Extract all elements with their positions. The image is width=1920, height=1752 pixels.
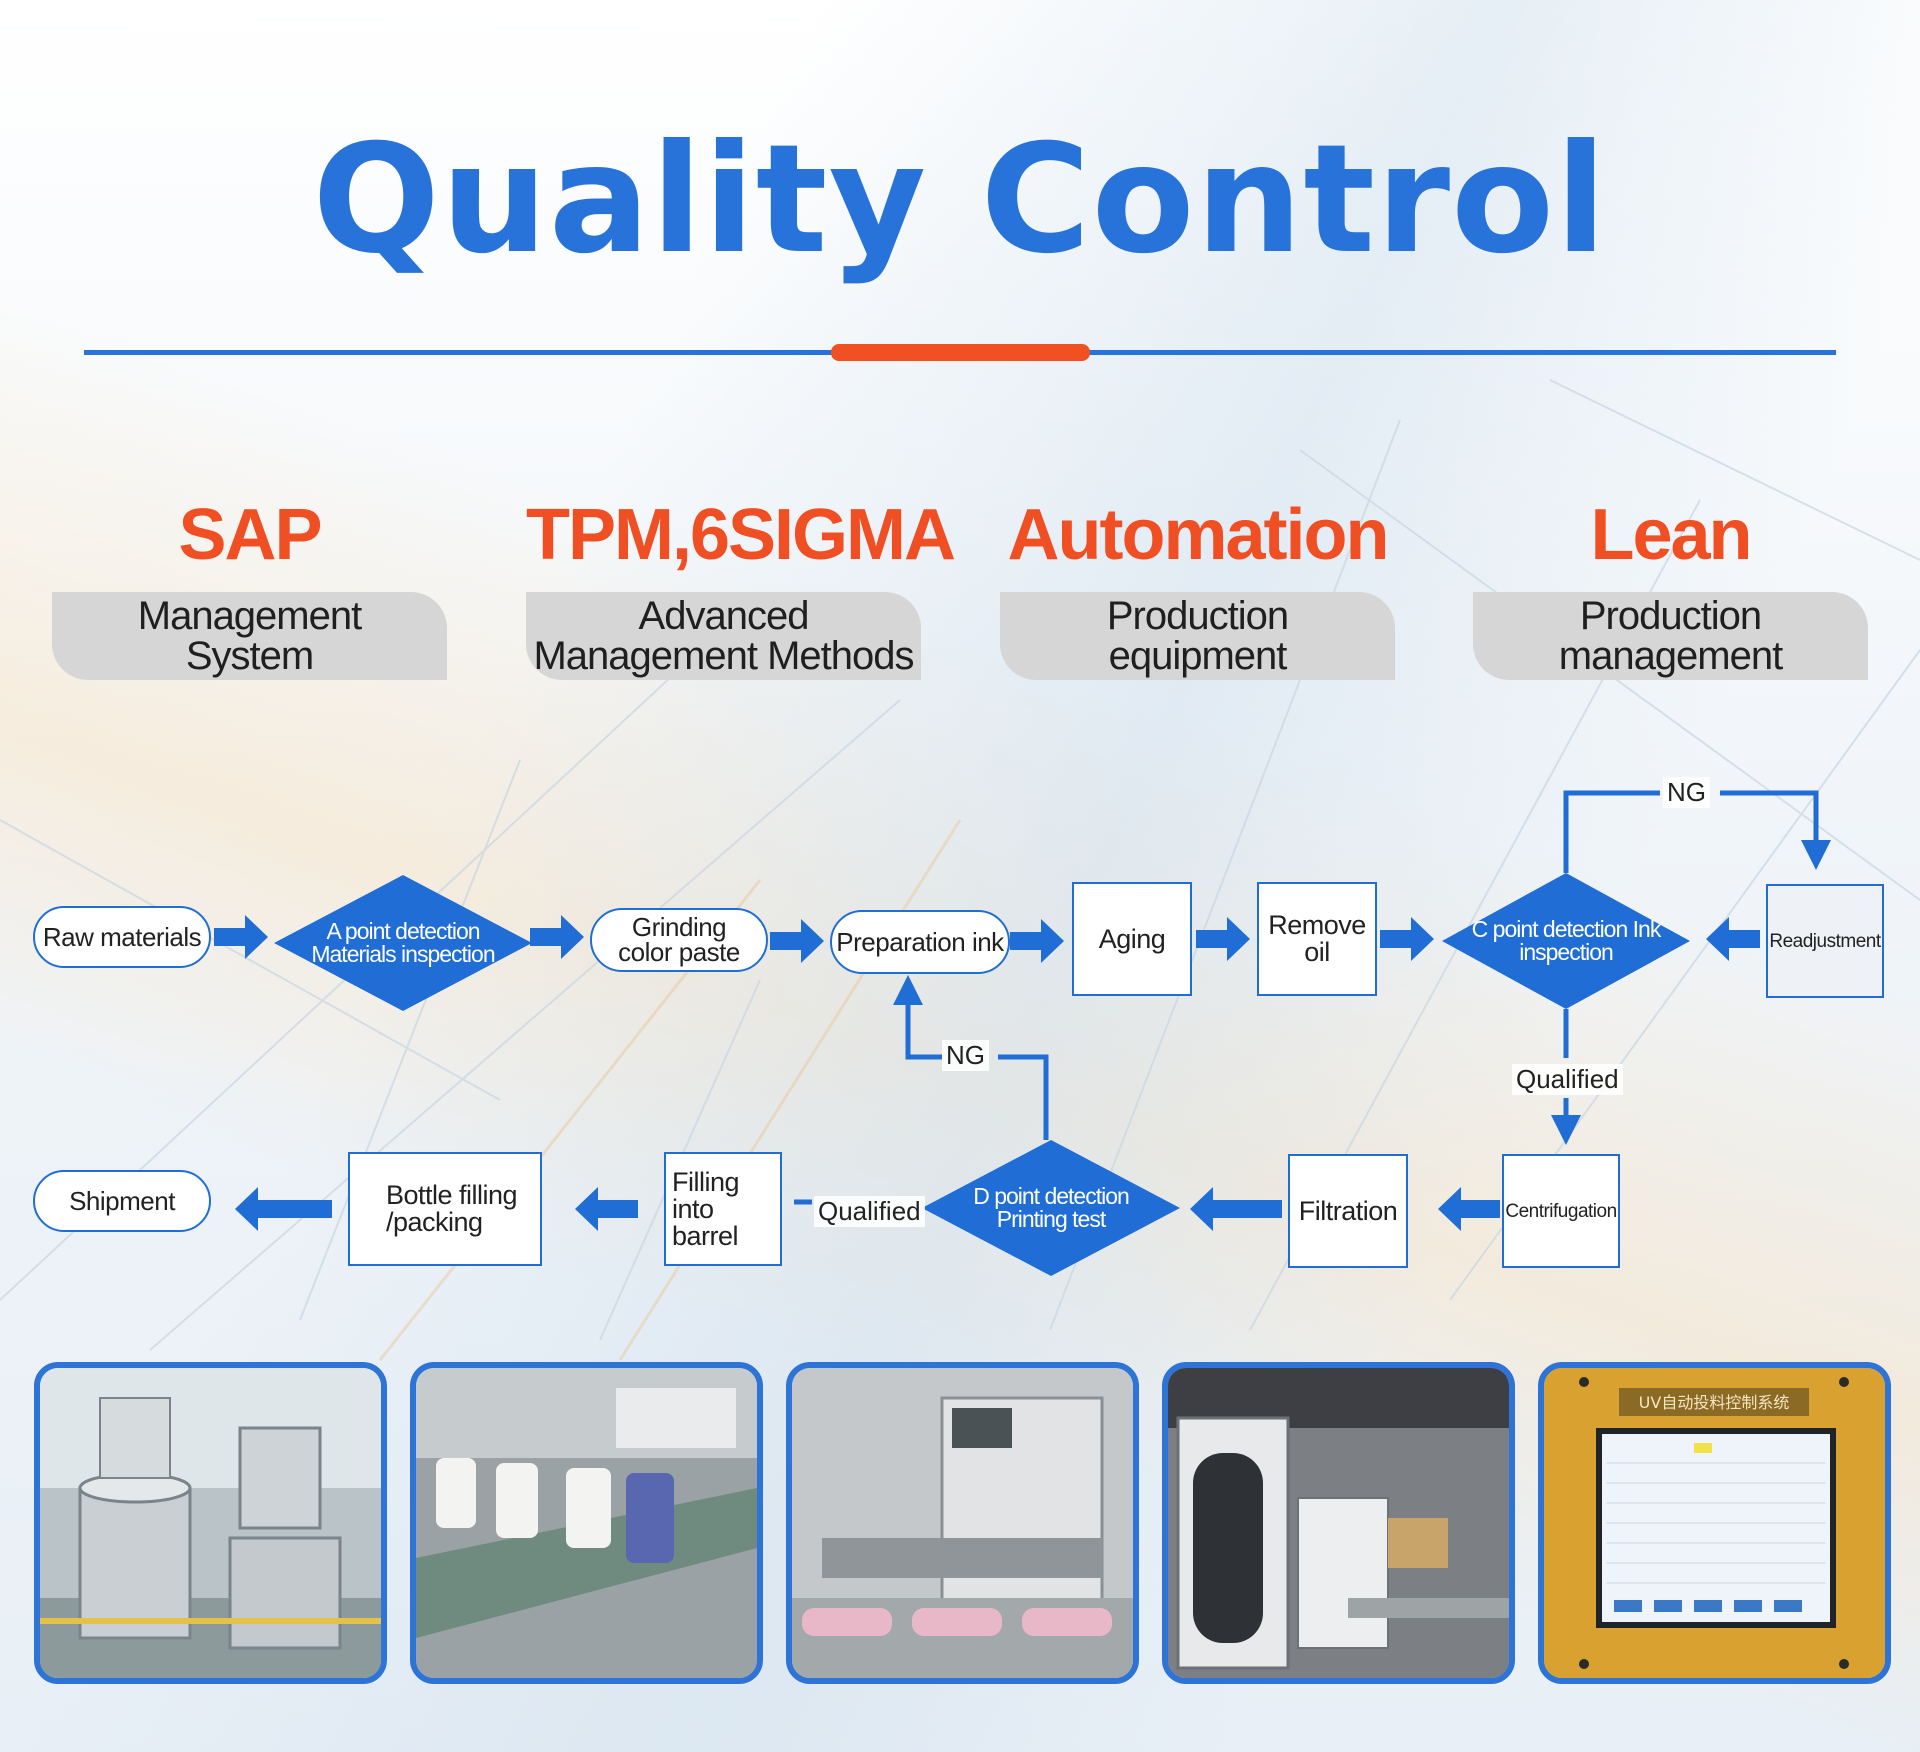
pillar-caption-line: Production bbox=[1579, 594, 1762, 638]
node-label: Grinding bbox=[631, 912, 727, 942]
pillar-heading: Automation bbox=[1007, 495, 1390, 575]
node-label: inspection bbox=[1519, 939, 1614, 965]
pillar-caption-line: Advanced bbox=[638, 594, 810, 638]
node-centrifugation: Centrifugation bbox=[1502, 1154, 1620, 1268]
arrow-left bbox=[235, 1187, 332, 1231]
label-qualified-right: Qualified bbox=[1512, 1064, 1623, 1095]
node-raw-materials: Raw materials bbox=[33, 906, 211, 968]
title-divider-accent bbox=[831, 344, 1090, 361]
arrow-right bbox=[770, 919, 824, 963]
node-label: C point detection Ink bbox=[1471, 916, 1662, 942]
pillar-heading: SAP bbox=[178, 495, 322, 575]
ng-loop-mid-left bbox=[893, 975, 942, 1060]
photo-mixing-tanks bbox=[34, 1362, 387, 1684]
node-readjustment: Readjustment bbox=[1766, 884, 1884, 998]
node-label: Filtration bbox=[1298, 1195, 1398, 1226]
node-preparation-ink: Preparation ink bbox=[830, 910, 1010, 974]
node-label: Aging bbox=[1098, 923, 1166, 954]
pillar-caption-line: Management Methods bbox=[533, 634, 914, 678]
node-label: Preparation ink bbox=[836, 926, 1004, 957]
screen-caption: UV自动投料控制系统 bbox=[1639, 1393, 1790, 1412]
diamond-c-point bbox=[1442, 873, 1690, 1009]
label-ng-top: NG bbox=[1663, 777, 1710, 808]
node-bottle-filling-packing: Bottle filling/packing bbox=[348, 1152, 542, 1266]
node-label: color paste bbox=[618, 937, 740, 967]
packing-machine-illustration bbox=[792, 1368, 1133, 1678]
node-label: Readjustment bbox=[1769, 930, 1881, 952]
photo-automation-cell bbox=[1162, 1362, 1515, 1684]
node-label: Raw materials bbox=[42, 921, 202, 952]
label-ng-mid: NG bbox=[942, 1040, 989, 1071]
node-filtration: Filtration bbox=[1288, 1154, 1408, 1268]
automation-cell-illustration bbox=[1168, 1368, 1509, 1678]
label-qualified-mid: Qualified bbox=[814, 1196, 925, 1227]
node-aging: Aging bbox=[1072, 882, 1192, 996]
node-label: Centrifugation bbox=[1505, 1200, 1617, 1222]
pillar-caption-line: Production bbox=[1106, 594, 1289, 638]
node-label: Filling bbox=[672, 1166, 740, 1197]
arrow-right bbox=[530, 915, 584, 959]
pillar-caption-line: System bbox=[185, 634, 314, 678]
pillar-heading: Lean bbox=[1590, 495, 1752, 575]
arrow-left bbox=[1190, 1187, 1282, 1231]
pillar-caption-line: equipment bbox=[1108, 634, 1288, 678]
node-label: oil bbox=[1304, 937, 1330, 967]
arrow-left bbox=[1438, 1187, 1500, 1231]
node-label: Remove bbox=[1268, 910, 1366, 940]
diamond-a-point bbox=[274, 875, 532, 1011]
arrow-right bbox=[214, 915, 268, 959]
node-label: into barrel bbox=[672, 1193, 739, 1251]
node-shipment: Shipment bbox=[33, 1170, 211, 1232]
node-label: A point detection bbox=[326, 918, 480, 944]
node-label: Shipment bbox=[69, 1185, 175, 1216]
arrow-right bbox=[1010, 919, 1064, 963]
pillar-caption-line: management bbox=[1558, 634, 1783, 678]
arrow-right bbox=[1380, 917, 1434, 961]
node-label: Materials inspection bbox=[311, 941, 495, 967]
page-title: Quality Control bbox=[312, 113, 1608, 287]
diamond-d-point bbox=[922, 1140, 1180, 1276]
node-label: Bottle filling bbox=[386, 1180, 518, 1210]
node-label: D point detection bbox=[973, 1183, 1130, 1209]
node-label: /packing bbox=[386, 1207, 483, 1237]
ng-loop-mid-right bbox=[998, 1054, 1049, 1140]
photo-packing-machine bbox=[786, 1362, 1139, 1684]
pillar-caption-line: Management bbox=[137, 594, 362, 638]
pillar-heading: TPM,6SIGMA bbox=[526, 495, 956, 575]
ng-loop-top-left bbox=[1563, 790, 1660, 873]
ng-loop-top-right bbox=[1720, 790, 1831, 870]
arrow-left bbox=[575, 1187, 638, 1231]
photo-bottle-line bbox=[410, 1362, 763, 1684]
bottle-line-illustration bbox=[416, 1368, 757, 1678]
node-label: Printing test bbox=[996, 1206, 1106, 1232]
photo-control-screen: UV自动投料控制系统 bbox=[1538, 1362, 1891, 1684]
control-screen-illustration: UV自动投料控制系统 bbox=[1544, 1368, 1885, 1678]
mixing-tanks-illustration bbox=[40, 1368, 381, 1678]
arrow-left bbox=[1706, 917, 1760, 961]
arrow-right bbox=[1196, 917, 1250, 961]
